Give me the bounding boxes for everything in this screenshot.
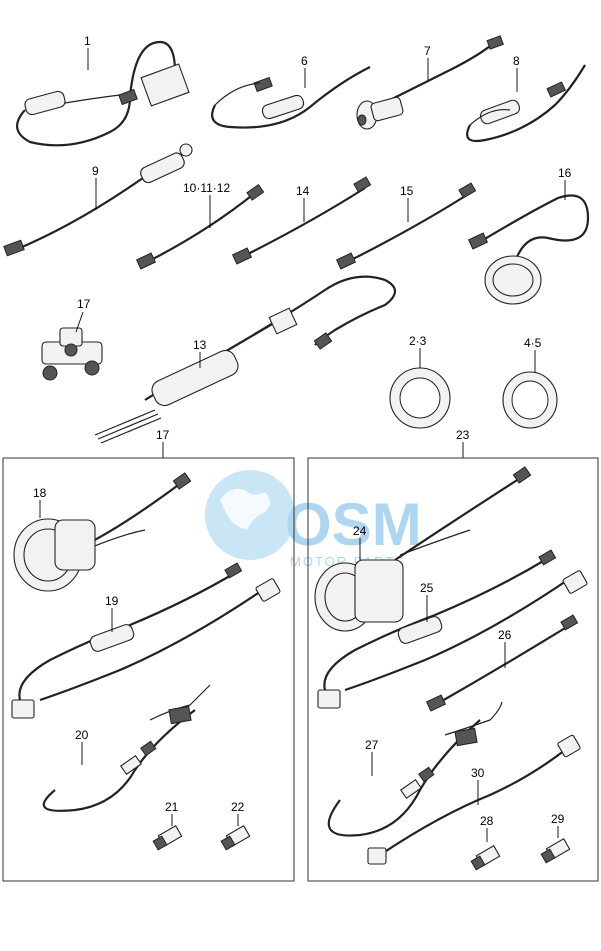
- callout-15: 15: [400, 184, 414, 198]
- part-7-sensor-cable[interactable]: [356, 35, 504, 130]
- callout-25: 25: [420, 581, 434, 595]
- callout-16: 16: [558, 166, 572, 180]
- part-1-cable[interactable]: [16, 40, 190, 147]
- callout-6: 6: [301, 54, 308, 68]
- part-2-3-bezel[interactable]: [389, 367, 451, 429]
- part-19-harness[interactable]: [11, 562, 281, 719]
- part-13-harness[interactable]: [94, 275, 397, 444]
- callout-30: 30: [471, 766, 485, 780]
- part-8-cable[interactable]: [466, 64, 586, 143]
- globe-icon: [205, 470, 295, 560]
- callout-17-top: 17: [77, 297, 91, 311]
- part-24-gauge[interactable]: [314, 466, 532, 632]
- callout-10-11-12: 10·11·12: [183, 181, 230, 195]
- part-15-cable[interactable]: [335, 182, 477, 270]
- part-14-cable[interactable]: [231, 176, 372, 265]
- callout-29: 29: [551, 812, 565, 826]
- part-30-cable[interactable]: [367, 734, 581, 865]
- part-9-cable[interactable]: [3, 143, 193, 257]
- watermark-logo: OSM MOTOR PARTS: [205, 470, 422, 569]
- part-4-5-bezel[interactable]: [502, 371, 558, 429]
- callout-4-5: 4·5: [524, 336, 542, 350]
- part-29-plug[interactable]: [540, 838, 571, 864]
- callout-7: 7: [424, 44, 431, 58]
- part-22-plug[interactable]: [220, 825, 251, 851]
- part-26-cable[interactable]: [425, 614, 579, 712]
- callout-23-box: 23: [456, 428, 470, 442]
- callout-18: 18: [33, 486, 47, 500]
- callout-27: 27: [365, 738, 379, 752]
- part-16-gauge-cable[interactable]: [467, 194, 590, 305]
- part-18-gauge[interactable]: [13, 472, 192, 592]
- part-25-harness[interactable]: [317, 549, 588, 709]
- kit-17-box: [2, 457, 295, 882]
- callout-8: 8: [513, 54, 520, 68]
- callout-20: 20: [75, 728, 89, 742]
- callout-19: 19: [105, 594, 119, 608]
- callout-17-box: 17: [156, 428, 170, 442]
- part-20-cable[interactable]: [42, 684, 211, 812]
- callout-9: 9: [92, 164, 99, 178]
- callout-2-3: 2·3: [409, 334, 427, 348]
- part-28-plug[interactable]: [470, 845, 501, 871]
- kit-23-box: [307, 457, 599, 882]
- callout-13: 13: [193, 338, 207, 352]
- part-10-11-12-cable[interactable]: [135, 184, 265, 270]
- part-17-t-connector[interactable]: [41, 327, 103, 381]
- part-21-plug[interactable]: [152, 825, 183, 851]
- callout-24: 24: [353, 524, 367, 538]
- callout-22: 22: [231, 800, 245, 814]
- callout-21: 21: [165, 800, 179, 814]
- callout-26: 26: [498, 628, 512, 642]
- callout-1: 1: [84, 34, 91, 48]
- part-27-cable[interactable]: [327, 701, 503, 837]
- callout-14: 14: [296, 184, 310, 198]
- part-6-cable[interactable]: [211, 66, 371, 129]
- callout-28: 28: [480, 814, 494, 828]
